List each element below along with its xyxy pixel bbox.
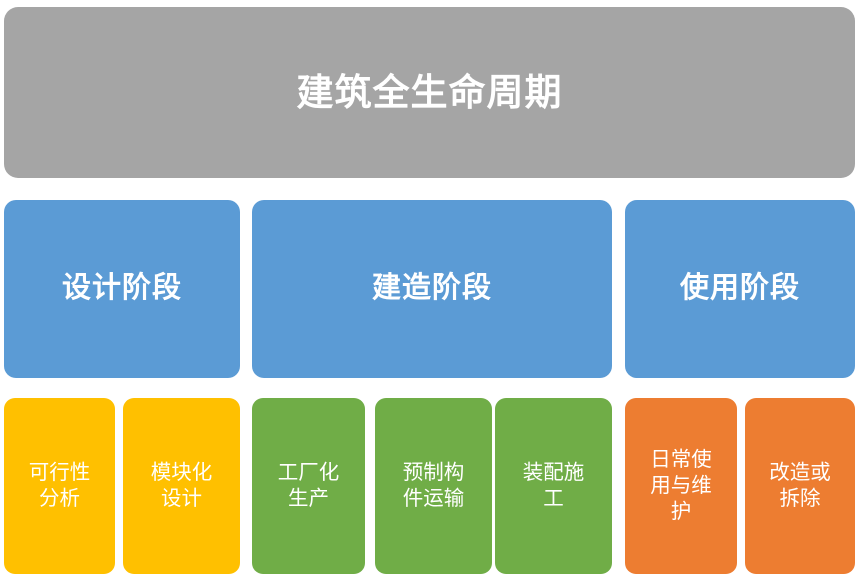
phase-node-label: 设计阶段: [61, 272, 182, 305]
leaf-node-label: 日常使 用与维 护: [650, 447, 712, 524]
phase-node-label: 使用阶段: [679, 272, 800, 305]
leaf-node-label: 可行性 分析: [28, 460, 91, 510]
leaf-node-prefab-transport[interactable]: 预制构 件运输: [375, 398, 492, 574]
phase-node-construction[interactable]: 建造阶段: [252, 200, 612, 378]
leaf-node-assembly-construction[interactable]: 装配施 工: [495, 398, 612, 574]
leaf-node-label: 预制构 件运输: [402, 460, 465, 510]
leaf-node-label: 工厂化 生产: [277, 460, 340, 510]
leaf-node-feasibility-analysis[interactable]: 可行性 分析: [4, 398, 115, 574]
leaf-node-label: 模块化 设计: [150, 460, 213, 510]
leaf-node-label: 装配施 工: [522, 460, 585, 510]
leaf-node-modular-design[interactable]: 模块化 设计: [123, 398, 240, 574]
leaf-node-label: 改造或 拆除: [769, 460, 831, 510]
phase-node-operation[interactable]: 使用阶段: [625, 200, 855, 378]
phase-node-label: 建造阶段: [371, 272, 492, 305]
root-node-building-lifecycle[interactable]: 建筑全生命周期: [4, 7, 855, 178]
phase-node-design[interactable]: 设计阶段: [4, 200, 240, 378]
leaf-node-renovation-demolition[interactable]: 改造或 拆除: [745, 398, 855, 574]
root-node-label: 建筑全生命周期: [296, 71, 563, 113]
leaf-node-daily-use-maintenance[interactable]: 日常使 用与维 护: [625, 398, 737, 574]
leaf-node-factory-production[interactable]: 工厂化 生产: [252, 398, 365, 574]
